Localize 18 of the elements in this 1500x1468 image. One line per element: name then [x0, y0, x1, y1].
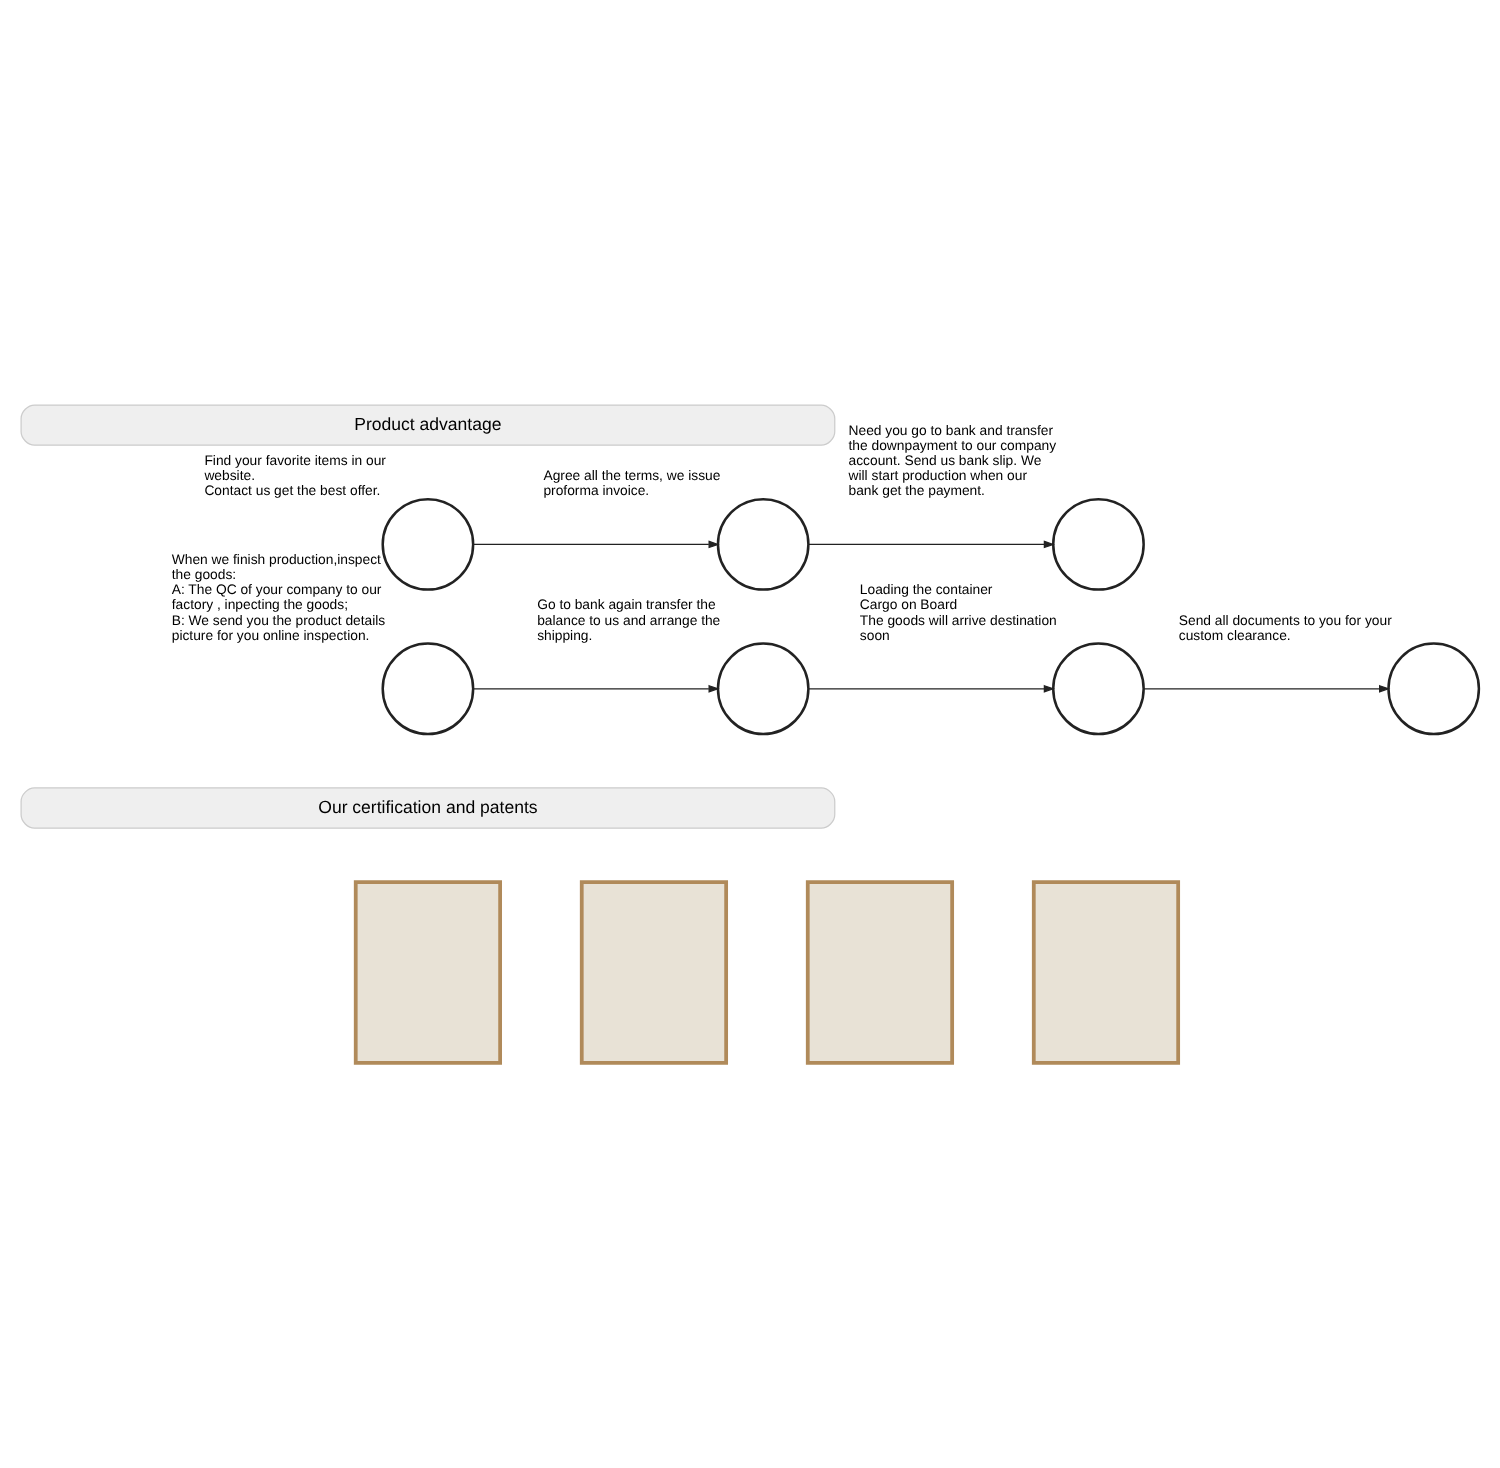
arrow: [808, 684, 1056, 693]
node-box: [1031, 880, 1181, 1065]
arrow: [808, 540, 1056, 549]
node-circle: [381, 497, 475, 591]
node-circle: [381, 642, 475, 736]
node-circle: [716, 497, 810, 591]
node-box: [805, 880, 955, 1065]
arrow: [472, 540, 720, 549]
node-box: [579, 880, 729, 1065]
node-box: Product advantage: [20, 404, 836, 446]
node-circle: [716, 642, 810, 736]
node-circle: [1387, 642, 1481, 736]
arrow: [472, 684, 720, 693]
node-box: [353, 880, 502, 1065]
node-circle: [1052, 642, 1145, 736]
arrow: [1143, 684, 1391, 693]
node-box: Our certification and patents: [20, 787, 836, 829]
node-circle: [1052, 497, 1145, 591]
